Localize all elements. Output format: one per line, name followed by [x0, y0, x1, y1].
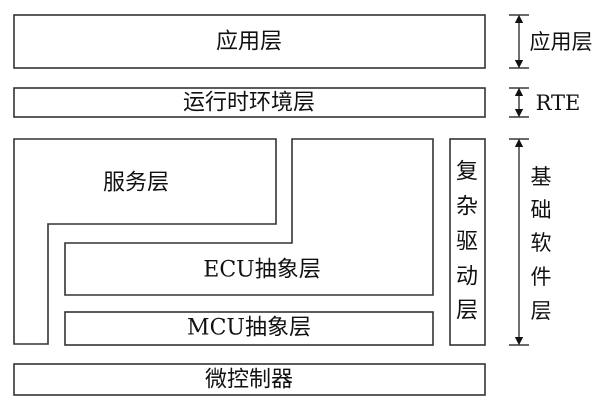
application-layer-label: 应用层	[216, 30, 282, 55]
basic-software-char: 础	[531, 198, 552, 222]
complex-drivers-char: 动	[456, 265, 478, 290]
mcu-abstraction-layer-label: MCU抽象层	[187, 316, 311, 341]
complex-drivers-char: 层	[456, 299, 478, 324]
basic-software-char: 件	[531, 265, 552, 289]
services-layer-label: 服务层	[103, 171, 169, 196]
complex-drivers-char: 驱	[456, 230, 478, 255]
basic-software-char: 基	[531, 165, 552, 189]
rte-span-arrow	[509, 87, 529, 118]
rte-layer-box	[13, 87, 486, 118]
basic-software-side-label: 基 础 软 件 层	[531, 165, 552, 323]
complex-drivers-char: 杂	[456, 195, 478, 220]
ecu-abstraction-layer-shape	[64, 138, 434, 296]
ecu-abstraction-layer-label: ECU抽象层	[203, 258, 320, 283]
application-layer-box	[13, 14, 486, 69]
complex-drivers-layer-box	[449, 138, 486, 346]
application-span-arrow	[509, 14, 529, 69]
rte-side-label: RTE	[536, 91, 581, 115]
application-side-label: 应用层	[530, 30, 593, 54]
microcontroller-box	[13, 363, 486, 396]
complex-drivers-char: 复	[456, 160, 478, 185]
basic-software-char: 软	[531, 231, 552, 255]
basic-software-char: 层	[531, 299, 552, 323]
rte-layer-label: 运行时环境层	[183, 91, 315, 116]
microcontroller-label: 微控制器	[205, 368, 293, 393]
basic-software-span-arrow	[509, 138, 529, 346]
complex-drivers-layer-label: 复 杂 驱 动 层	[456, 160, 478, 324]
services-layer-shape	[13, 138, 277, 345]
mcu-abstraction-layer-box	[64, 311, 434, 346]
